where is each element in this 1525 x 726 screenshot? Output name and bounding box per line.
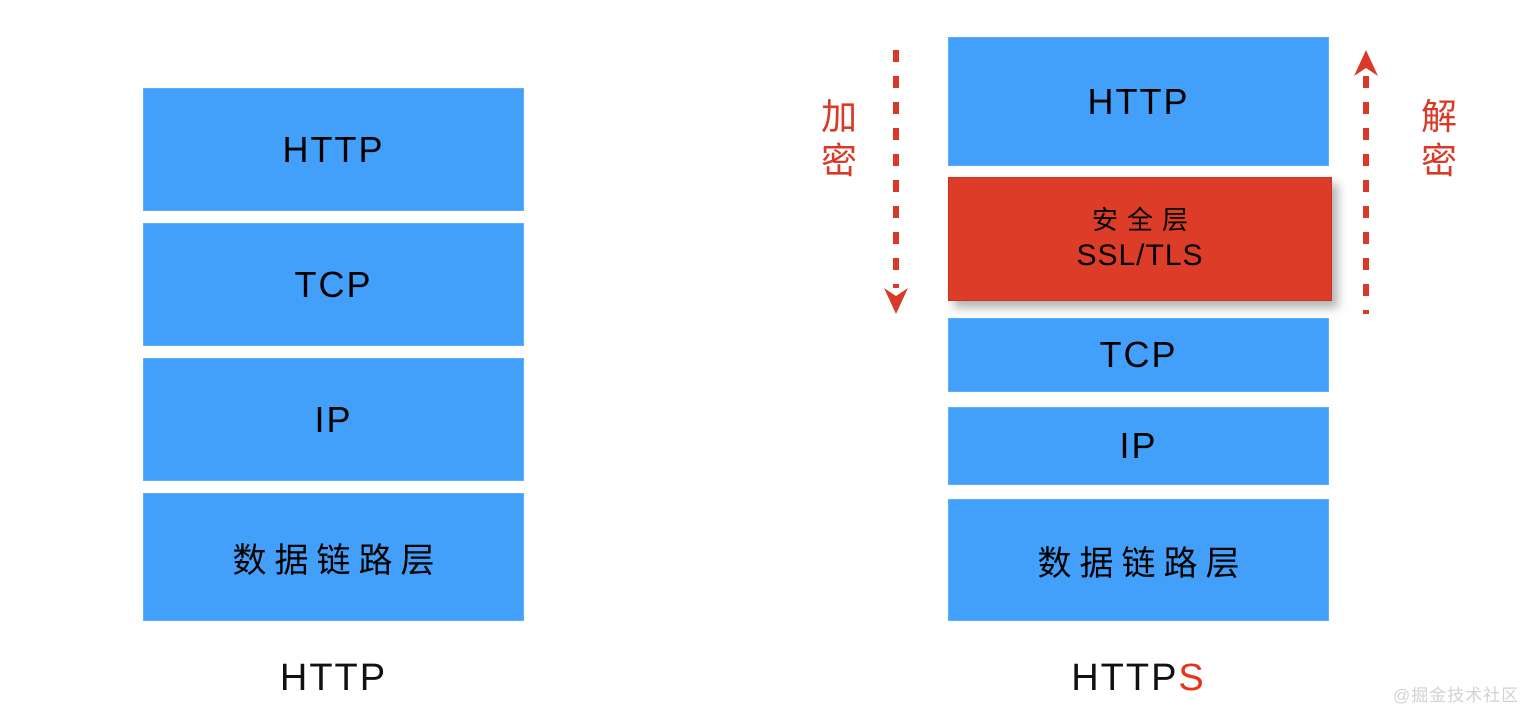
encrypt-annotation-label: 加 密 <box>820 96 859 181</box>
layer-label: TCP <box>1099 334 1178 375</box>
dashed-arrow-down-icon <box>884 50 908 314</box>
https-caption-secure-s: S <box>1178 657 1206 699</box>
layer-label: TCP <box>294 263 373 305</box>
watermark: @掘金技术社区 <box>1393 686 1520 705</box>
layer-label: 数据链路层 <box>232 541 443 580</box>
https-stack: HTTP 安全层 SSL/TLS TCP IP 数据链路层 <box>948 37 1332 621</box>
layer-block-tcp[interactable]: TCP <box>143 223 524 346</box>
https-stack-caption: HTTPS <box>948 657 1329 700</box>
layer-label: IP <box>314 398 353 440</box>
security-layer-label-cjk: 安全层 <box>1091 204 1197 235</box>
layer-block-data-link[interactable]: 数据链路层 <box>143 493 524 621</box>
dashed-arrow-up-icon <box>1354 50 1378 314</box>
http-stack: HTTP TCP IP 数据链路层 <box>143 88 524 621</box>
layer-label: IP <box>1119 425 1158 466</box>
http-stack-caption: HTTP <box>143 657 524 700</box>
layer-block-data-link[interactable]: 数据链路层 <box>948 499 1329 621</box>
decrypt-annotation-label: 解 密 <box>1420 96 1459 181</box>
layer-block-ip[interactable]: IP <box>948 407 1329 485</box>
layer-block-http[interactable]: HTTP <box>948 37 1329 166</box>
security-layer-label-protocol: SSL/TLS <box>1076 238 1204 272</box>
layer-label: HTTP <box>282 128 385 170</box>
layer-label: 数据链路层 <box>1037 544 1248 583</box>
layer-block-ip[interactable]: IP <box>143 358 524 481</box>
layer-block-http[interactable]: HTTP <box>143 88 524 211</box>
layer-block-tcp[interactable]: TCP <box>948 318 1329 392</box>
layer-label: HTTP <box>1087 80 1190 122</box>
https-caption-text: HTTP <box>1071 657 1179 699</box>
http-caption-text: HTTP <box>279 657 388 699</box>
layer-block-security-ssl-tls[interactable]: 安全层 SSL/TLS <box>948 177 1332 301</box>
